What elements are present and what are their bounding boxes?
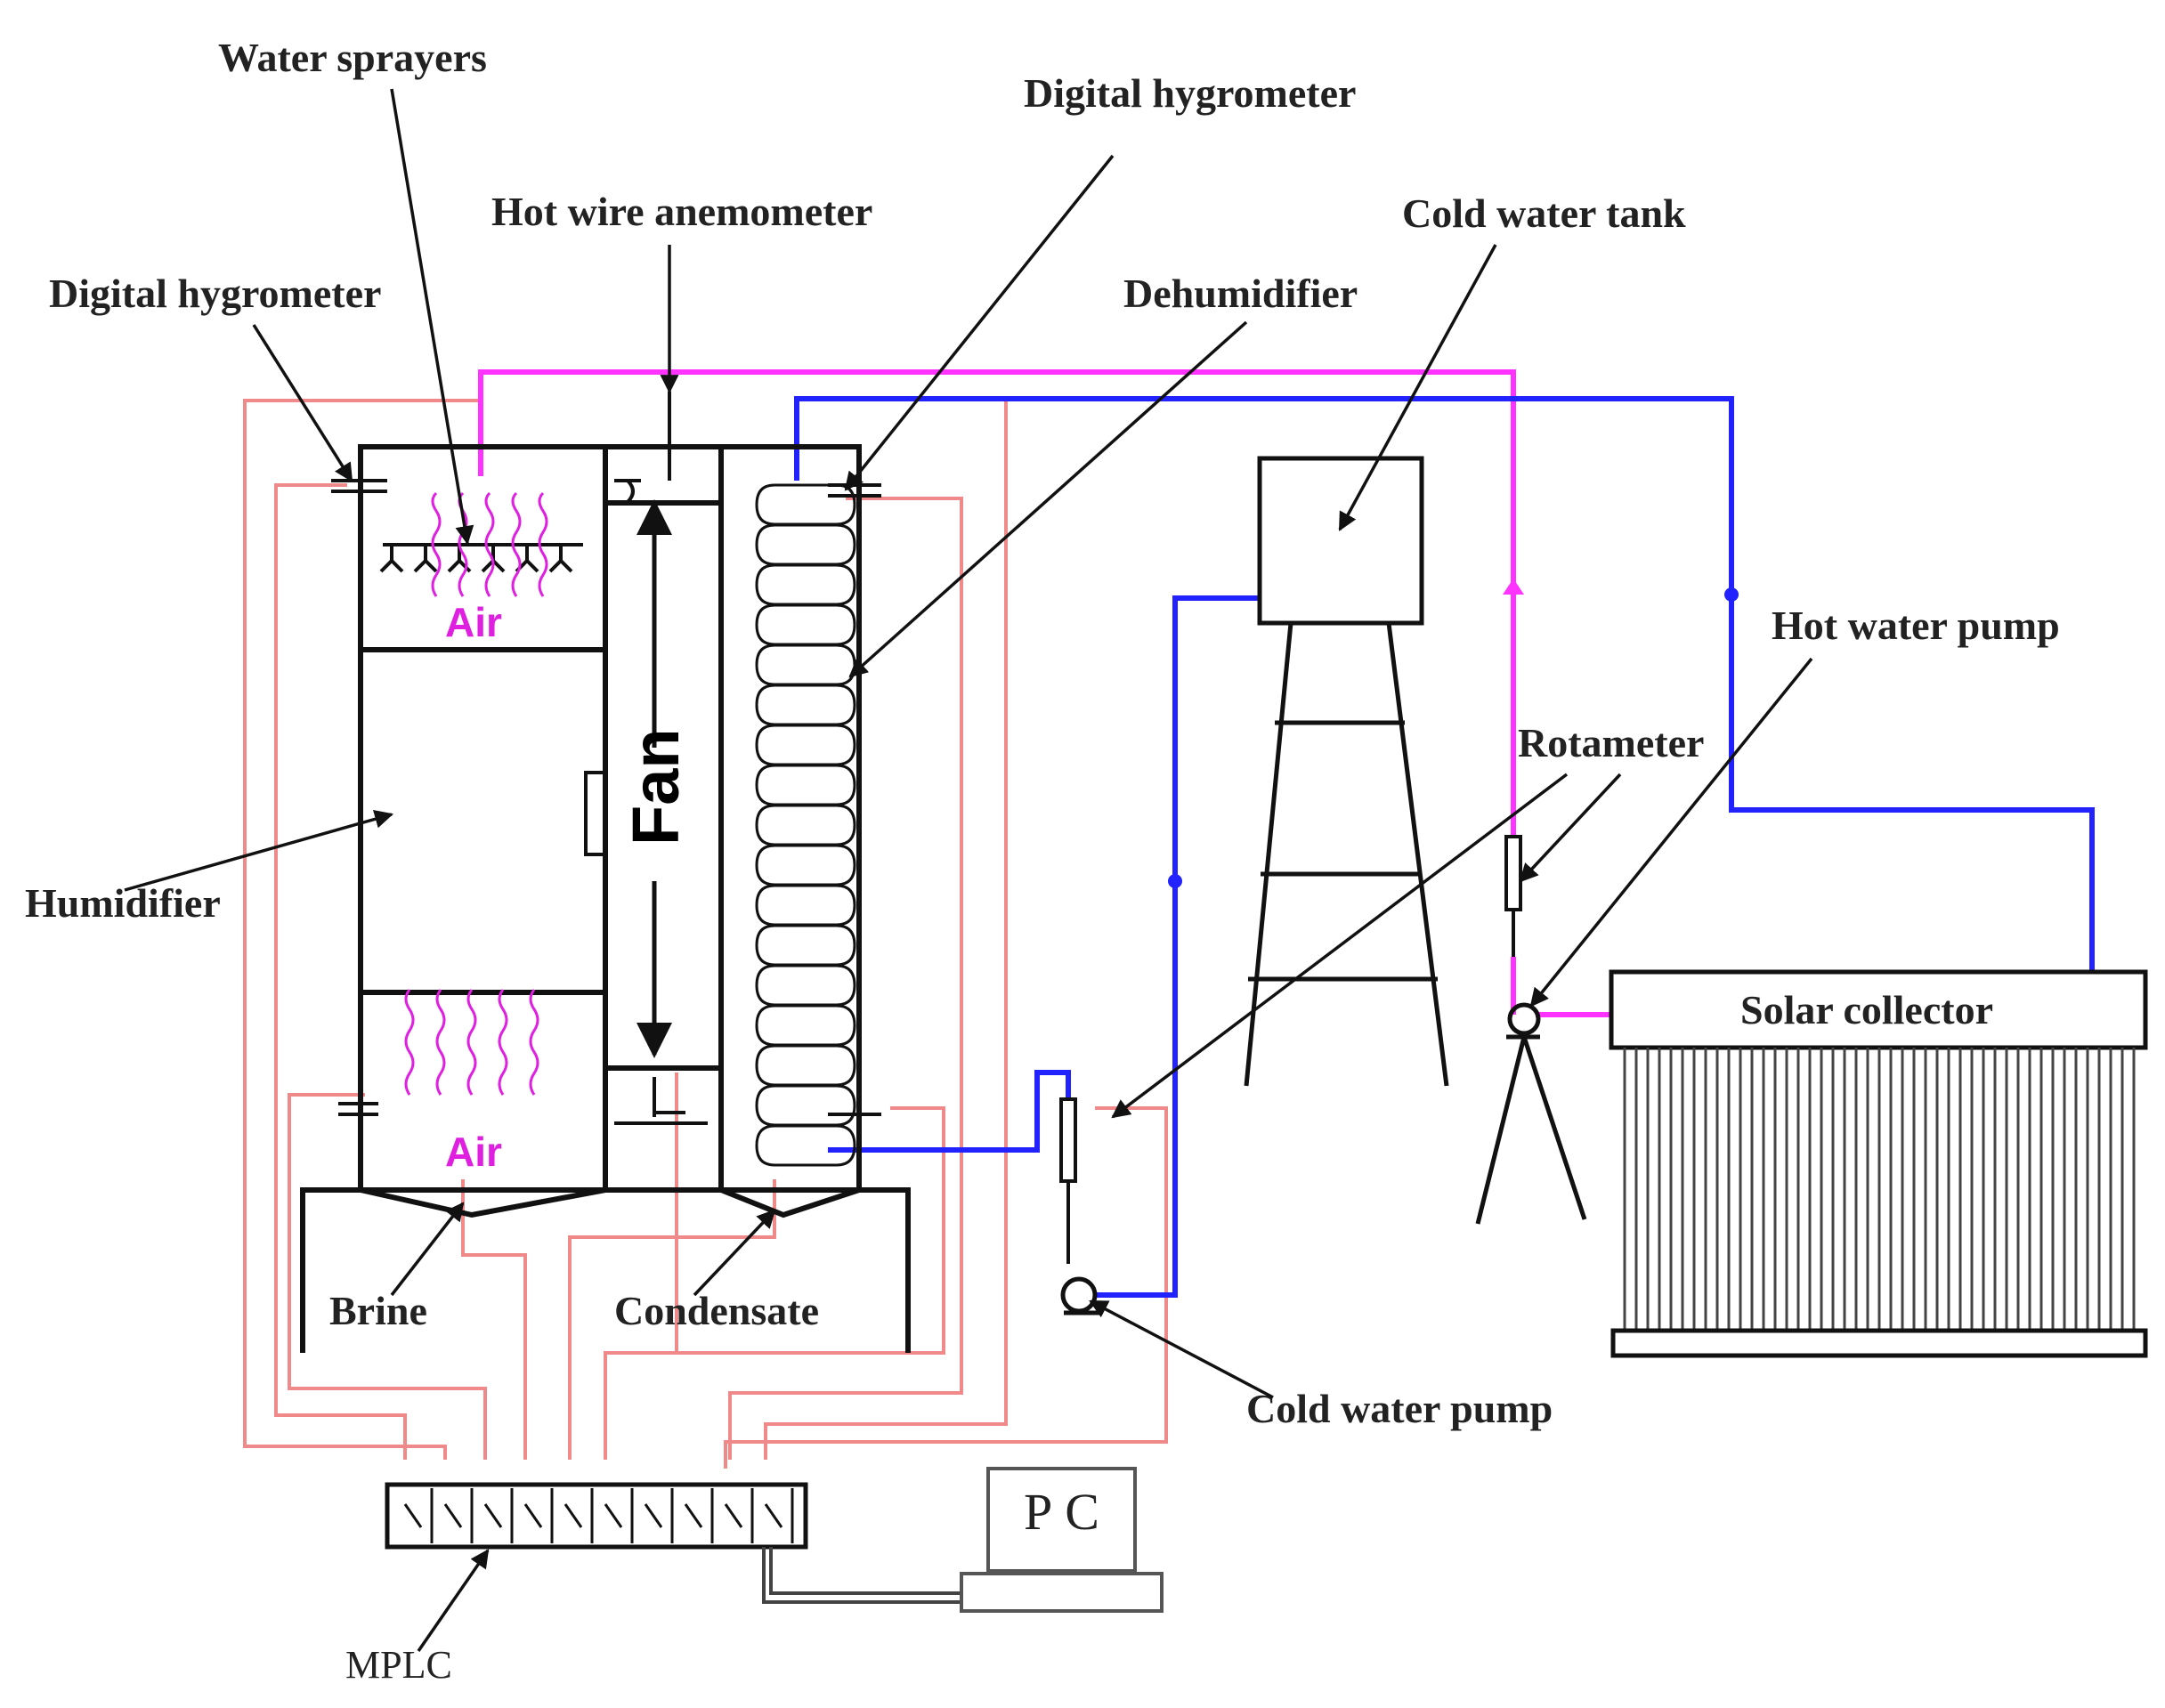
coil-loop bbox=[755, 1004, 856, 1047]
label-digital-hygrometer-left: Digital hygrometer bbox=[49, 271, 381, 316]
coil-loop bbox=[755, 804, 856, 846]
water-sprayer-manifold bbox=[379, 543, 583, 573]
mplc-terminal-screw bbox=[564, 1503, 583, 1528]
coil-loop bbox=[755, 523, 856, 566]
fan-motor bbox=[584, 771, 607, 856]
label-cold-water-tank: Cold water tank bbox=[1402, 190, 1686, 236]
leader-arrows bbox=[124, 88, 1813, 1652]
air-label-bottom: Air bbox=[445, 1129, 502, 1175]
air-flow-bottom bbox=[404, 989, 539, 1096]
mplc-terminal-screw bbox=[604, 1503, 623, 1528]
cold-water-pump bbox=[1060, 1276, 1099, 1315]
label-brine: Brine bbox=[329, 1288, 427, 1333]
coil-loop bbox=[755, 764, 856, 806]
solar-collector-tubes bbox=[1623, 1048, 2136, 1331]
coil-loop bbox=[755, 924, 856, 967]
mplc-terminals bbox=[403, 1488, 794, 1543]
solar-collector-label: Solar collector bbox=[1740, 987, 1993, 1032]
coil-loop bbox=[755, 1044, 856, 1087]
cold-flow-dot-1 bbox=[1724, 587, 1739, 602]
pc-monitor bbox=[986, 1467, 1137, 1573]
mplc-terminal-block bbox=[385, 1482, 808, 1550]
mplc-terminal-screw bbox=[644, 1503, 663, 1528]
humidifier-tower bbox=[358, 444, 608, 1193]
hot-water-pump bbox=[1475, 1002, 1587, 1225]
cold-flow-dot-2 bbox=[1168, 874, 1182, 888]
pc-base bbox=[960, 1572, 1164, 1613]
label-mplc: MPLC bbox=[345, 1643, 452, 1687]
mplc-pc-cable bbox=[762, 1547, 961, 1604]
mplc-terminal-screw bbox=[443, 1503, 463, 1528]
hot-water-line bbox=[478, 369, 1611, 1017]
coil-loop bbox=[755, 1084, 856, 1127]
label-humidifier: Humidifier bbox=[25, 880, 221, 926]
dehumidifier-coil bbox=[755, 483, 856, 1167]
sensor-wires bbox=[243, 399, 1168, 1469]
rotameter-cold bbox=[1059, 1097, 1077, 1264]
cold-water-line bbox=[794, 396, 2095, 1298]
label-hot-water-pump: Hot water pump bbox=[1772, 603, 2060, 648]
solar-collector-base bbox=[1610, 1328, 2148, 1358]
label-rotameter: Rotameter bbox=[1518, 720, 1704, 765]
label-digital-hygrometer-right: Digital hygrometer bbox=[1024, 70, 1356, 116]
anemometer-probe bbox=[614, 392, 671, 504]
mplc-terminal-screw bbox=[403, 1503, 423, 1528]
solar-collector-header bbox=[1609, 969, 2148, 1050]
tank-stand bbox=[1244, 622, 1449, 1087]
hot-flow-arrow bbox=[1503, 579, 1524, 595]
mplc-terminal-screw bbox=[684, 1503, 703, 1528]
mplc-terminal-screw bbox=[483, 1503, 503, 1528]
coil-loop bbox=[755, 483, 856, 526]
coil-loop bbox=[755, 644, 856, 686]
sump-basin bbox=[300, 1187, 911, 1353]
coil-loop bbox=[755, 724, 856, 766]
label-dehumidifier: Dehumidifier bbox=[1123, 271, 1358, 316]
coil-loop bbox=[755, 684, 856, 726]
cold-water-tank bbox=[1257, 456, 1424, 626]
coil-loop bbox=[755, 884, 856, 927]
label-water-sprayers: Water sprayers bbox=[218, 35, 487, 80]
label-condensate: Condensate bbox=[614, 1288, 819, 1333]
mplc-terminal-screw bbox=[724, 1503, 743, 1528]
label-hot-wire-anemometer: Hot wire anemometer bbox=[491, 189, 872, 234]
coil-loop bbox=[755, 603, 856, 646]
coil-loop bbox=[755, 844, 856, 886]
coil-loop bbox=[755, 563, 856, 606]
mplc-terminal-screw bbox=[764, 1503, 783, 1528]
label-cold-water-pump: Cold water pump bbox=[1246, 1386, 1553, 1431]
pc-label: PC bbox=[1024, 1483, 1112, 1541]
air-label-top: Air bbox=[445, 599, 502, 645]
bottom-fan-motor bbox=[614, 1077, 708, 1125]
dehumidifier-tower bbox=[718, 444, 862, 1193]
fan-label: Fan bbox=[619, 728, 693, 846]
mplc-terminal-screw bbox=[523, 1503, 543, 1528]
rotameter-hot bbox=[1504, 835, 1522, 957]
coil-loop bbox=[755, 1124, 856, 1167]
coil-loop bbox=[755, 964, 856, 1007]
